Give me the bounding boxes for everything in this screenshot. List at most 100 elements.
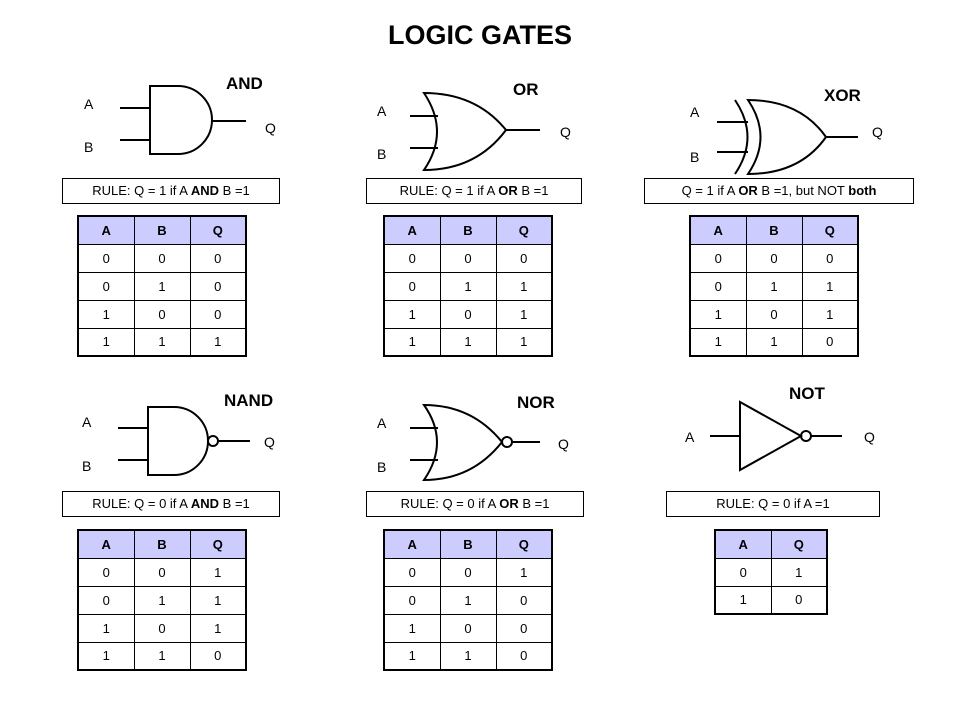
rule-text: RULE: Q = 1 if A: [92, 183, 191, 198]
rule-text: Q = 1 if A: [681, 183, 739, 198]
cell: 0: [439, 557, 497, 587]
cell: 1: [745, 327, 803, 357]
rule-keyword: AND: [190, 183, 220, 198]
page-title: LOGIC GATES: [387, 20, 572, 50]
xor-input-b-label: B: [690, 149, 700, 165]
cell: 0: [745, 299, 803, 329]
cell: 0: [745, 243, 803, 273]
cell: 0: [133, 613, 191, 643]
or-rule-box: RULE: Q = 1 if A OR B =1: [366, 178, 582, 204]
xor-gate-symbol: [717, 98, 858, 176]
cell: 1: [689, 299, 747, 329]
rule-text: RULE: Q = 0 if A: [92, 496, 191, 511]
cell: 0: [383, 271, 441, 301]
rule-text: RULE: Q = 0 if A =1: [716, 496, 830, 511]
cell: 0: [495, 613, 553, 643]
nand-gate-symbol: [118, 406, 250, 476]
and-input-b-label: B: [84, 139, 94, 155]
nor-gate-symbol: [410, 403, 540, 482]
cell: 1: [383, 613, 441, 643]
not-rule-box: RULE: Q = 0 if A =1: [666, 491, 880, 517]
header-a: A: [689, 215, 747, 245]
cell: 1: [495, 327, 553, 357]
cell: 0: [495, 641, 553, 671]
cell: 0: [801, 327, 859, 357]
or-input-a-label: A: [377, 103, 387, 119]
rule-text: B =1: [219, 183, 250, 198]
rule-keyword: OR: [738, 183, 758, 198]
cell: 1: [770, 557, 828, 587]
cell: 1: [439, 585, 497, 615]
cell: 1: [439, 271, 497, 301]
cell: 1: [77, 327, 135, 357]
cell: 1: [495, 557, 553, 587]
nor-output-label: Q: [558, 436, 569, 452]
cell: 0: [189, 243, 247, 273]
and-output-label: Q: [265, 120, 276, 136]
header-a: A: [714, 529, 772, 559]
cell: 0: [189, 641, 247, 671]
cell: 1: [189, 613, 247, 643]
xor-gate-title: XOR: [824, 86, 861, 105]
header-a: A: [77, 529, 135, 559]
cell: 0: [77, 557, 135, 587]
header-q: Q: [189, 215, 247, 245]
cell: 1: [801, 299, 859, 329]
rule-keyword: AND: [190, 496, 220, 511]
header-b: B: [439, 215, 497, 245]
cell: 1: [133, 271, 191, 301]
cell: 1: [133, 641, 191, 671]
header-a: A: [77, 215, 135, 245]
cell: 0: [383, 557, 441, 587]
cell: 0: [189, 299, 247, 329]
cell: 1: [77, 299, 135, 329]
cell: 1: [689, 327, 747, 357]
nor-rule-box: RULE: Q = 0 if A OR B =1: [366, 491, 584, 517]
cell: 0: [133, 243, 191, 273]
nand-gate-title: NAND: [224, 391, 274, 410]
cell: 1: [801, 271, 859, 301]
cell: 1: [439, 641, 497, 671]
cell: 0: [714, 557, 772, 587]
nand-input-b-label: B: [82, 458, 92, 474]
cell: 0: [770, 585, 828, 615]
rule-text: RULE: Q = 0 if A: [400, 496, 500, 511]
not-gate-symbol: [710, 400, 842, 472]
rule-keyword: OR: [498, 183, 518, 198]
nand-output-label: Q: [264, 434, 275, 450]
or-gate-title: OR: [513, 80, 539, 99]
rule-text: B =1: [517, 183, 549, 198]
cell: 0: [495, 243, 553, 273]
cell: 1: [383, 641, 441, 671]
cell: 1: [77, 641, 135, 671]
rule-text: RULE: Q = 1 if A: [399, 183, 499, 198]
rule-keyword: both: [848, 183, 877, 198]
and-rule-box: RULE: Q = 1 if A AND B =1: [62, 178, 280, 204]
cell: 0: [77, 271, 135, 301]
cell: 0: [133, 299, 191, 329]
nand-input-a-label: A: [82, 414, 92, 430]
cell: 0: [77, 243, 135, 273]
or-output-label: Q: [560, 124, 571, 140]
